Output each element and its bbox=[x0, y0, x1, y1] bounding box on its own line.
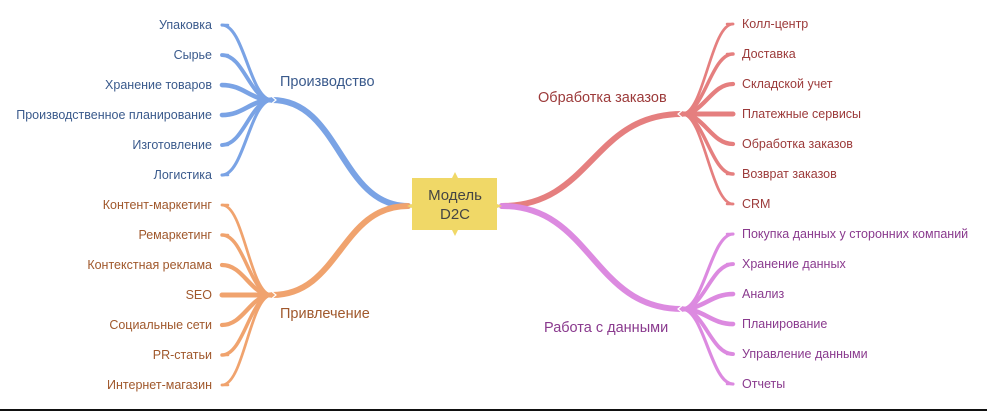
leaf-label-data[interactable]: Покупка данных у сторонних компаний bbox=[742, 227, 968, 241]
center-node-shape bbox=[407, 172, 502, 236]
leaf-curve-data bbox=[680, 232, 735, 311]
leaf-label-data[interactable]: Планирование bbox=[742, 317, 827, 331]
branch-label-production[interactable]: Производство bbox=[280, 74, 375, 90]
leaf-label-acquisition[interactable]: SEO bbox=[186, 288, 213, 302]
hub-notch-orders bbox=[677, 108, 685, 120]
center-node-title-line2: D2C bbox=[440, 206, 470, 223]
leaf-curve-production bbox=[220, 23, 274, 102]
hub-notch-production bbox=[269, 94, 277, 106]
leaf-label-production[interactable]: Изготовление bbox=[132, 138, 212, 152]
branch-curve-production bbox=[269, 97, 411, 209]
leaf-label-data[interactable]: Отчеты bbox=[742, 377, 785, 391]
leaf-curve-orders bbox=[680, 112, 735, 206]
leaf-label-orders[interactable]: Платежные сервисы bbox=[742, 107, 861, 121]
leaf-curve-data bbox=[679, 291, 736, 312]
leaf-label-acquisition[interactable]: PR-статьи bbox=[153, 348, 212, 362]
connector-curves bbox=[219, 22, 736, 387]
center-node[interactable]: Модель D2C bbox=[407, 172, 502, 236]
bottom-border bbox=[0, 409, 987, 411]
leaf-label-production[interactable]: Логистика bbox=[154, 168, 212, 182]
center-node-title-line1: Модель bbox=[428, 187, 482, 204]
leaf-label-orders[interactable]: Обработка заказов bbox=[742, 137, 853, 151]
branch-label-data[interactable]: Работа с данными bbox=[544, 320, 668, 336]
leaf-label-data[interactable]: Анализ bbox=[742, 287, 784, 301]
leaf-label-acquisition[interactable]: Ремаркетинг bbox=[138, 228, 212, 242]
leaf-label-acquisition[interactable]: Контекстная реклама bbox=[87, 258, 212, 272]
leaf-label-data[interactable]: Управление данными bbox=[742, 347, 868, 361]
leaf-label-orders[interactable]: Доставка bbox=[742, 47, 796, 61]
hub-notch-data bbox=[677, 303, 685, 315]
leaf-label-production[interactable]: Хранение товаров bbox=[105, 78, 212, 92]
leaf-label-production[interactable]: Сырье bbox=[174, 48, 212, 62]
branch-label-acquisition[interactable]: Привлечение bbox=[280, 306, 370, 322]
leaf-label-acquisition[interactable]: Социальные сети bbox=[109, 318, 212, 332]
branch-curve-orders bbox=[499, 111, 685, 209]
branch-curve-data bbox=[499, 203, 685, 312]
leaf-label-production[interactable]: Производственное планирование bbox=[16, 108, 212, 122]
branch-label-orders[interactable]: Обработка заказов bbox=[538, 90, 667, 106]
leaf-label-acquisition[interactable]: Интернет-магазин bbox=[107, 378, 212, 392]
hub-notch-acquisition bbox=[269, 289, 277, 301]
branch-dot-orders bbox=[699, 67, 705, 73]
leaf-curve-acquisition bbox=[220, 293, 274, 387]
leaf-label-orders[interactable]: Возврат заказов bbox=[742, 167, 837, 181]
leaf-label-orders[interactable]: Колл-центр bbox=[742, 17, 808, 31]
leaf-label-data[interactable]: Хранение данных bbox=[742, 257, 846, 271]
leaf-label-orders[interactable]: Складской учет bbox=[742, 77, 833, 91]
leaf-curve-data bbox=[680, 307, 735, 386]
leaf-label-orders[interactable]: CRM bbox=[742, 197, 770, 211]
leaf-label-acquisition[interactable]: Контент-маркетинг bbox=[103, 198, 213, 212]
leaf-curve-production bbox=[220, 98, 274, 177]
branch-curve-acquisition bbox=[269, 203, 411, 298]
leaf-label-production[interactable]: Упаковка bbox=[159, 18, 212, 32]
leaf-curve-production bbox=[219, 82, 275, 103]
